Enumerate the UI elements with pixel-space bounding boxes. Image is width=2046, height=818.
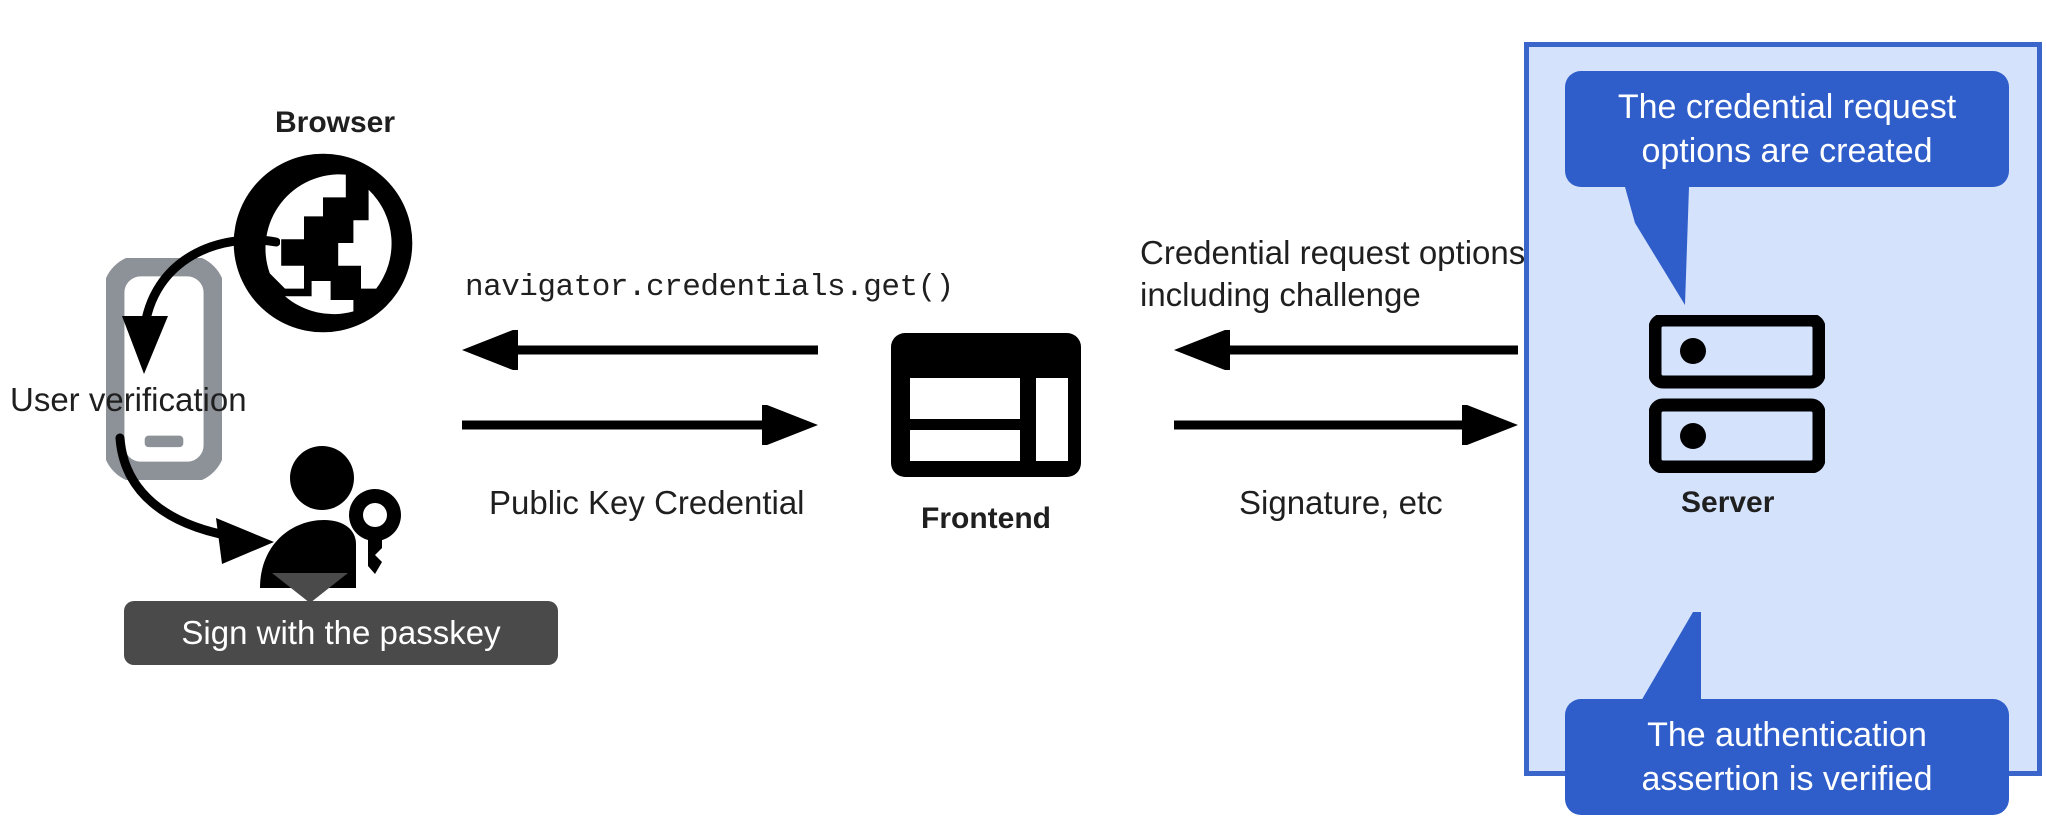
curved-arrow-browser-to-phone: [100, 228, 281, 388]
callout-bottom-line1: The authentication: [1647, 715, 1927, 754]
public-key-credential-label: Public Key Credential: [489, 484, 805, 521]
server-label: Server: [1681, 486, 1775, 519]
passkey-tooltip-tail: [272, 573, 348, 603]
signature-etc-label: Signature, etc: [1239, 484, 1443, 521]
callout-bottom-line2: assertion is verified: [1641, 760, 1933, 798]
callout-bottom-tail: [1637, 612, 1763, 712]
callout-top-line1: The credential request: [1617, 87, 1957, 126]
frontend-label: Frontend: [921, 502, 1051, 535]
arrow-left-server: [1172, 328, 1520, 372]
callout-top-tail: [1625, 187, 1755, 309]
server-racks-icon: [1648, 313, 1826, 474]
navigator-credentials-get-label: navigator.credentials.get(): [465, 270, 954, 305]
globe-icon: [228, 148, 418, 338]
arrow-right-server: [1172, 403, 1520, 447]
smartphone-icon: [103, 255, 225, 483]
arrow-left-browser: [460, 328, 820, 372]
web-layout-icon: [888, 330, 1084, 480]
callout-authentication-assertion: The authentication assertion is verified: [1565, 699, 2009, 815]
browser-label: Browser: [275, 106, 396, 139]
callout-top-line2: options are created: [1641, 132, 1933, 170]
credential-request-options-label-line1: Credential request options,: [1140, 234, 1535, 271]
user-with-key-icon: [244, 438, 424, 598]
credential-request-options-label-line2: including challenge: [1140, 276, 1421, 313]
server-panel: The credential request options are creat…: [1524, 42, 2042, 815]
passkey-tooltip: Sign with the passkey: [124, 601, 558, 665]
user-verification-label: User verification: [10, 381, 247, 418]
curved-arrow-phone-to-user: [110, 432, 290, 582]
arrow-right-browser: [460, 403, 820, 447]
callout-credential-request-options: The credential request options are creat…: [1565, 71, 2009, 187]
